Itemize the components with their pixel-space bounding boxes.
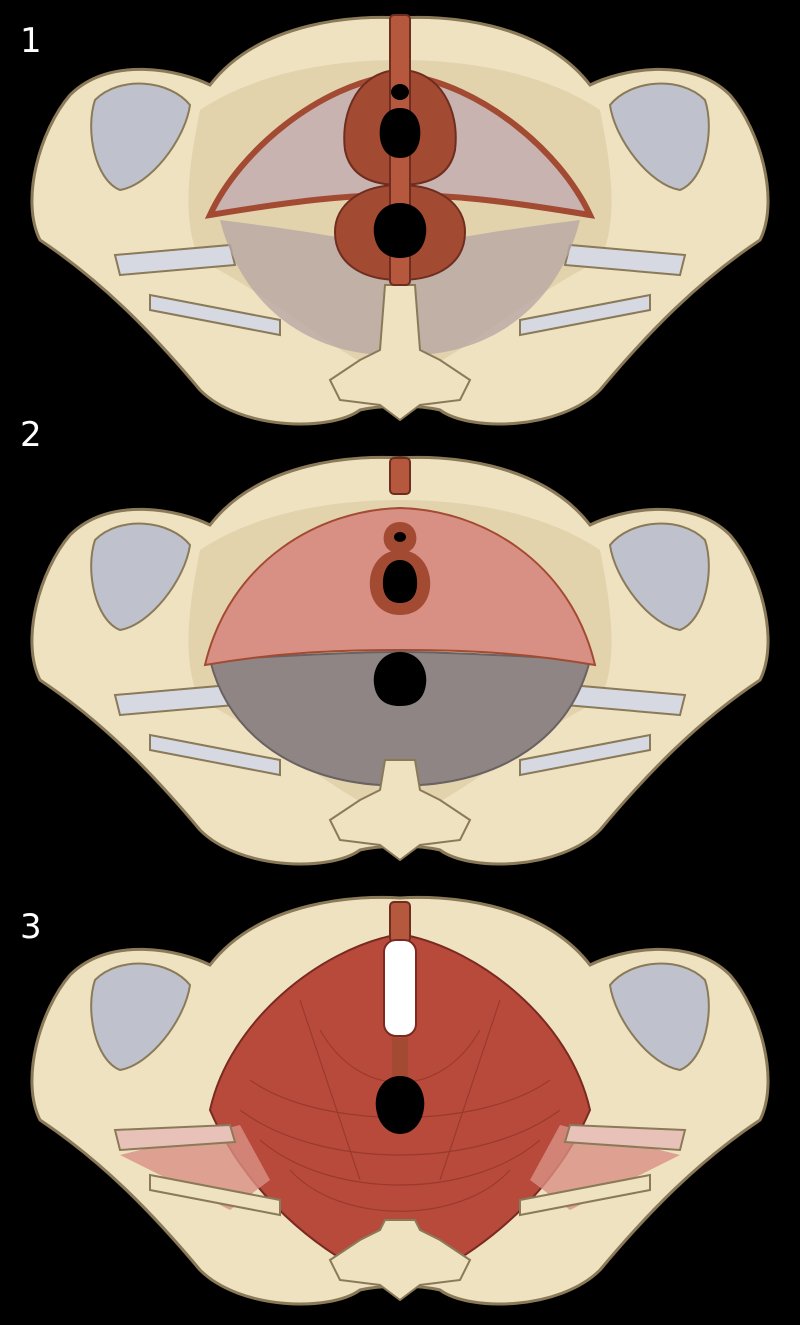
pelvic-floor-illustration-1: [30, 14, 770, 426]
pubic-ramus-right: [519, 733, 651, 777]
central-tendon: [389, 457, 411, 495]
ischial-ramus-left: [113, 1123, 237, 1152]
hip-joint-right: [608, 962, 710, 1072]
coccyx: [328, 1219, 472, 1302]
panel-1: 1: [0, 0, 800, 440]
ischial-ramus-right: [563, 1123, 687, 1152]
hip-joint-right: [608, 82, 710, 192]
pelvic-floor-illustration-2: [30, 455, 770, 866]
urethral-opening: [394, 532, 406, 542]
urethra-vagina-channel: [383, 939, 417, 1037]
panel-3: 3: [0, 880, 800, 1325]
pubic-ramus-left: [149, 1173, 281, 1217]
panel-2: 2: [0, 418, 800, 880]
vaginal-opening: [379, 108, 421, 158]
anal-opening: [375, 1076, 425, 1134]
hip-joint-left: [90, 962, 192, 1072]
central-tendon: [389, 901, 411, 943]
pubic-ramus-right: [519, 1173, 651, 1217]
hip-joint-left: [90, 522, 192, 632]
panel-number-2: 2: [20, 415, 42, 455]
hip-joint-left: [90, 82, 192, 192]
coccyx: [328, 759, 472, 862]
urethral-opening: [391, 84, 409, 100]
ischial-ramus-left: [113, 243, 237, 277]
anal-opening: [373, 652, 427, 706]
vaginal-opening: [382, 560, 418, 603]
hip-joint-right: [608, 522, 710, 632]
pelvic-diaphragm-fascia: [208, 650, 592, 786]
pubic-ramus-left: [149, 293, 281, 337]
ischial-ramus-right: [563, 243, 687, 277]
pubic-ramus-right: [519, 293, 651, 337]
coccyx: [328, 284, 472, 422]
perineal-body: [392, 1038, 408, 1078]
muscle-fibers: [239, 999, 561, 1212]
panel-number-1: 1: [20, 21, 42, 61]
pubic-ramus-left: [149, 733, 281, 777]
anal-opening: [373, 203, 427, 258]
panel-number-3: 3: [20, 907, 42, 947]
pelvic-floor-illustration-3: [30, 895, 770, 1306]
